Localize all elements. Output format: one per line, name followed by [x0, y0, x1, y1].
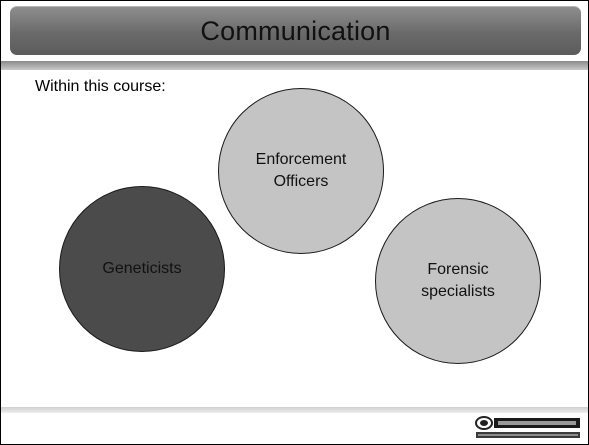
circle-geneticists: Geneticists — [59, 186, 225, 352]
header-divider — [1, 61, 588, 70]
intro-text: Within this course: — [35, 78, 166, 95]
footer-divider — [1, 407, 588, 413]
title-bar: Communication — [10, 6, 581, 55]
circle-label-line: Geneticists — [102, 260, 182, 277]
circle-label-line: Enforcement — [255, 151, 347, 168]
circle-label-line: specialists — [421, 283, 495, 300]
circle-label-line: Officers — [273, 173, 329, 190]
circle-forensic-specialists: Forensic specialists — [375, 198, 541, 364]
circle-label-line: Forensic — [427, 261, 489, 278]
slide-title: Communication — [200, 15, 391, 46]
logo-icon — [475, 416, 580, 438]
circle-enforcement-officers: Enforcement Officers — [218, 88, 384, 254]
